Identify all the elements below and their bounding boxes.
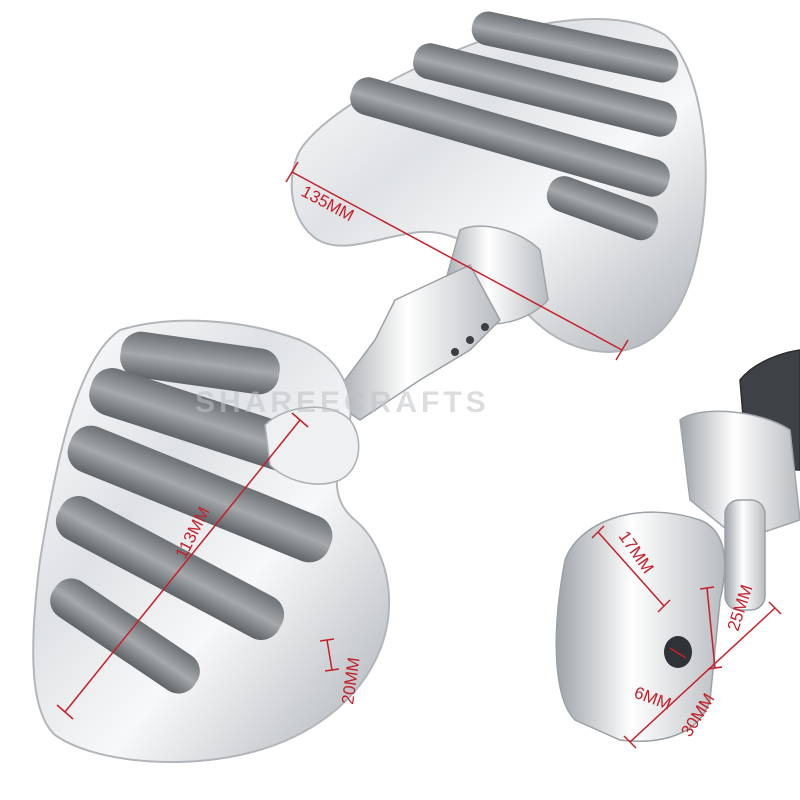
top-footpeg-ribs	[350, 11, 679, 241]
top-rib	[546, 176, 659, 241]
mount-lower-block	[555, 511, 726, 742]
bottom-footpeg	[32, 319, 391, 763]
watermark-text: SHAREECRAFTS	[195, 386, 490, 419]
dim-tick	[699, 586, 715, 590]
shaft-hole	[481, 323, 489, 331]
connecting-shaft	[328, 264, 501, 421]
bottom-rib	[55, 496, 285, 640]
dim-tick	[291, 412, 309, 428]
mount-upper-block	[679, 410, 800, 541]
top-footpeg	[290, 11, 707, 354]
dim-line-135	[291, 171, 623, 351]
dim-tick	[657, 599, 671, 613]
dim-line-25	[706, 587, 716, 669]
bottom-rib	[120, 331, 280, 395]
shaft-hole	[451, 348, 459, 356]
bottom-footpeg-cutout	[264, 406, 360, 485]
top-rib	[413, 43, 677, 137]
dim-line-17	[597, 531, 665, 607]
dim-tick	[319, 638, 335, 642]
dim-line-30	[629, 607, 776, 743]
dim-line-6	[669, 647, 687, 659]
dim-tick	[615, 339, 629, 361]
top-rib	[471, 11, 679, 83]
dim-tick	[623, 735, 637, 749]
dim-line-113	[64, 419, 301, 713]
dim-tick	[285, 161, 299, 183]
bottom-rib	[67, 425, 333, 563]
dim-tick	[56, 704, 74, 720]
dim-line-20	[326, 639, 333, 671]
mount-bolt-hole	[664, 636, 692, 668]
dim-tick	[591, 525, 605, 539]
dimension-annotations	[56, 161, 782, 749]
dim-tick	[768, 601, 782, 615]
shaft-hole	[466, 336, 474, 344]
bottom-rib	[50, 578, 200, 694]
shaft-body	[328, 264, 501, 421]
top-rib	[350, 77, 670, 197]
mount-spring	[724, 499, 766, 611]
dim-tick	[324, 668, 340, 672]
mount-clamp	[555, 349, 800, 742]
